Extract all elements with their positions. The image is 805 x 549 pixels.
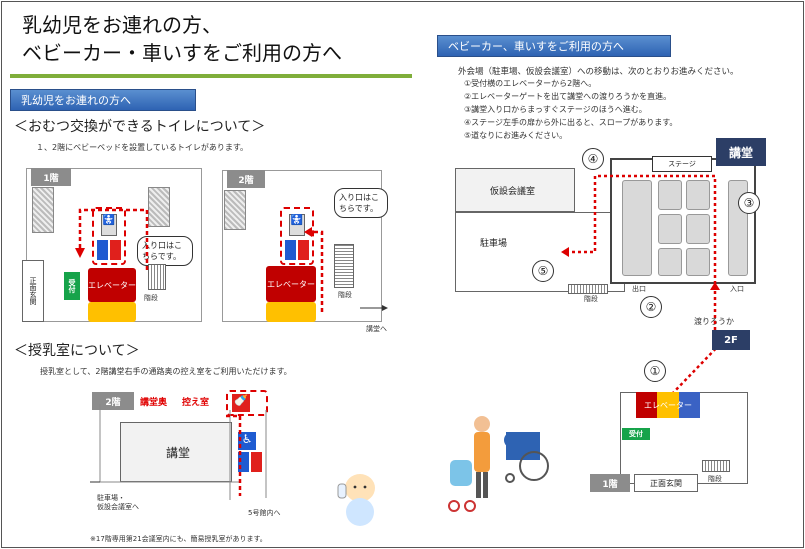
floor1-toilet-outline	[92, 207, 126, 265]
stage-label: ステージ	[652, 156, 712, 172]
baby-illustration	[337, 474, 375, 526]
hall-entrance-label: 入口	[730, 285, 744, 293]
floor2-badge: 2階	[227, 170, 265, 188]
temp-meeting-room-label: 仮設会議室	[490, 187, 536, 197]
seat-block	[686, 248, 710, 276]
seat-block	[658, 214, 682, 244]
badge-1f: 1階	[590, 474, 630, 492]
route-step-3: ③講堂入り口からまっすぐステージのほうへ進む。	[464, 105, 647, 114]
wheelchair-icon: ♿	[238, 432, 256, 450]
floor2-to-hall: 講堂へ	[366, 325, 387, 333]
floor1-elevator: エレベーター	[88, 268, 136, 302]
nursing-route	[90, 404, 267, 500]
page-title-line1: 乳幼児をお連れの方、	[22, 13, 222, 37]
floor1-reception: 受付	[64, 272, 80, 300]
seat-block	[686, 214, 710, 244]
marker-2: ②	[640, 296, 662, 318]
right-1f-stairs-graphic	[702, 460, 730, 472]
floor1-stairs-label: 階段	[144, 294, 158, 302]
floor1-hatch-right	[148, 187, 170, 227]
floor2-toilet-outline	[280, 207, 314, 265]
diaper-note: １、2階にベビーベッドを設置しているトイレがあります。	[36, 143, 249, 152]
marker-4: ④	[582, 148, 604, 170]
seat-block	[686, 180, 710, 210]
marker-3: ③	[738, 192, 760, 214]
route-step-1: ①受付横のエレベーターから2階へ。	[464, 79, 597, 88]
diaper-heading: ＜おむつ交換ができるトイレについて＞	[14, 119, 266, 135]
route-step-2: ②エレベーターゲートを出て講堂への渡りろうかを直進。	[464, 92, 672, 101]
seat-block	[658, 248, 682, 276]
nursing-room-outline	[226, 390, 268, 416]
floor2-elevator: エレベーター	[266, 266, 316, 302]
temp-meeting-room	[455, 168, 575, 212]
floor1-badge: 1階	[31, 168, 71, 186]
hall-exit-label: 出口	[632, 285, 646, 293]
marker-1: ①	[644, 360, 666, 382]
floor2-route-arrow	[304, 227, 388, 312]
nursing-to-parking: 駐車場・ 仮設会議室へ	[97, 494, 139, 511]
nursing-hall-label: 講堂	[166, 446, 191, 460]
hall-badge: 講堂	[716, 138, 766, 166]
nursing-to-bldg5: 5号館内へ	[248, 509, 281, 517]
floor1-restroom-icon	[97, 240, 121, 260]
baby-bed-icon-2f: 🚼	[289, 214, 305, 236]
right-1f-stairs-label: 階段	[708, 475, 722, 483]
marker-5: ⑤	[532, 260, 554, 282]
baby-bed-icon: 🚼	[101, 214, 117, 236]
section-label-stroller: ベビーカー、車いすをご利用の方へ	[437, 35, 671, 57]
stroller-wheelchair-illustration	[448, 416, 549, 512]
right-stairs-label: 階段	[584, 295, 598, 303]
right-front-entrance: 正面玄関	[634, 474, 698, 492]
nursing-restroom-icon	[238, 452, 262, 472]
title-underline	[10, 74, 412, 78]
nursing-hall-box	[120, 422, 232, 482]
floor1-stairs-graphic	[148, 264, 166, 290]
right-stairs-graphic	[568, 284, 608, 294]
route-step-4: ④ステージ左手の扉から外に出ると、スロープがあります。	[464, 118, 678, 127]
floor2-restroom-icon	[285, 240, 309, 260]
floor2-elevator-yellow	[266, 302, 316, 322]
nursing-room-icon: 🍼	[232, 394, 250, 412]
right-reception: 受付	[622, 428, 650, 440]
section-label-infants: 乳幼児をお連れの方へ	[10, 89, 196, 111]
floor2-hatch-left	[224, 190, 246, 230]
badge-2f: 2F	[712, 330, 750, 350]
nursing-note: 授乳室として、2階講堂右手の通路奥の控え室をご利用いただけます。	[40, 367, 292, 376]
nursing-heading: ＜授乳室について＞	[14, 343, 140, 359]
right-route-arrows	[561, 174, 720, 330]
floor1-route-arrow	[75, 208, 149, 270]
route-step-5: ⑤道なりにお進みください。	[464, 131, 568, 140]
nursing-floor-badge: 2階	[92, 392, 134, 410]
nursing-room-label-1: 講堂奥	[140, 398, 168, 408]
parking-label: 駐車場	[480, 239, 508, 249]
floor1-front-entrance: 正面玄関	[22, 260, 44, 322]
seat-block	[622, 180, 652, 276]
floor2-entrance-callout: 入り口はこちらです。	[334, 188, 388, 218]
floor2-stairs-label: 階段	[338, 291, 352, 299]
floor1-hatch-left	[32, 187, 54, 233]
right-elevator-label: エレベーター	[644, 401, 692, 410]
nursing-room-label-2: 控え室	[182, 398, 210, 408]
page-title-line2: ベビーカー・車いすをご利用の方へ	[22, 41, 342, 65]
seat-block	[658, 180, 682, 210]
route-intro: 外会場（駐車場、仮設会議室）への移動は、次のとおりお進みください。	[458, 67, 739, 77]
parking-area	[455, 212, 625, 292]
floor1-elevator-yellow	[88, 302, 136, 322]
nursing-footnote: ※17階専用第21会議室内にも、簡易授乳室があります。	[90, 535, 267, 543]
right-elevator	[636, 392, 700, 418]
floor2-stairs-graphic	[334, 244, 354, 288]
